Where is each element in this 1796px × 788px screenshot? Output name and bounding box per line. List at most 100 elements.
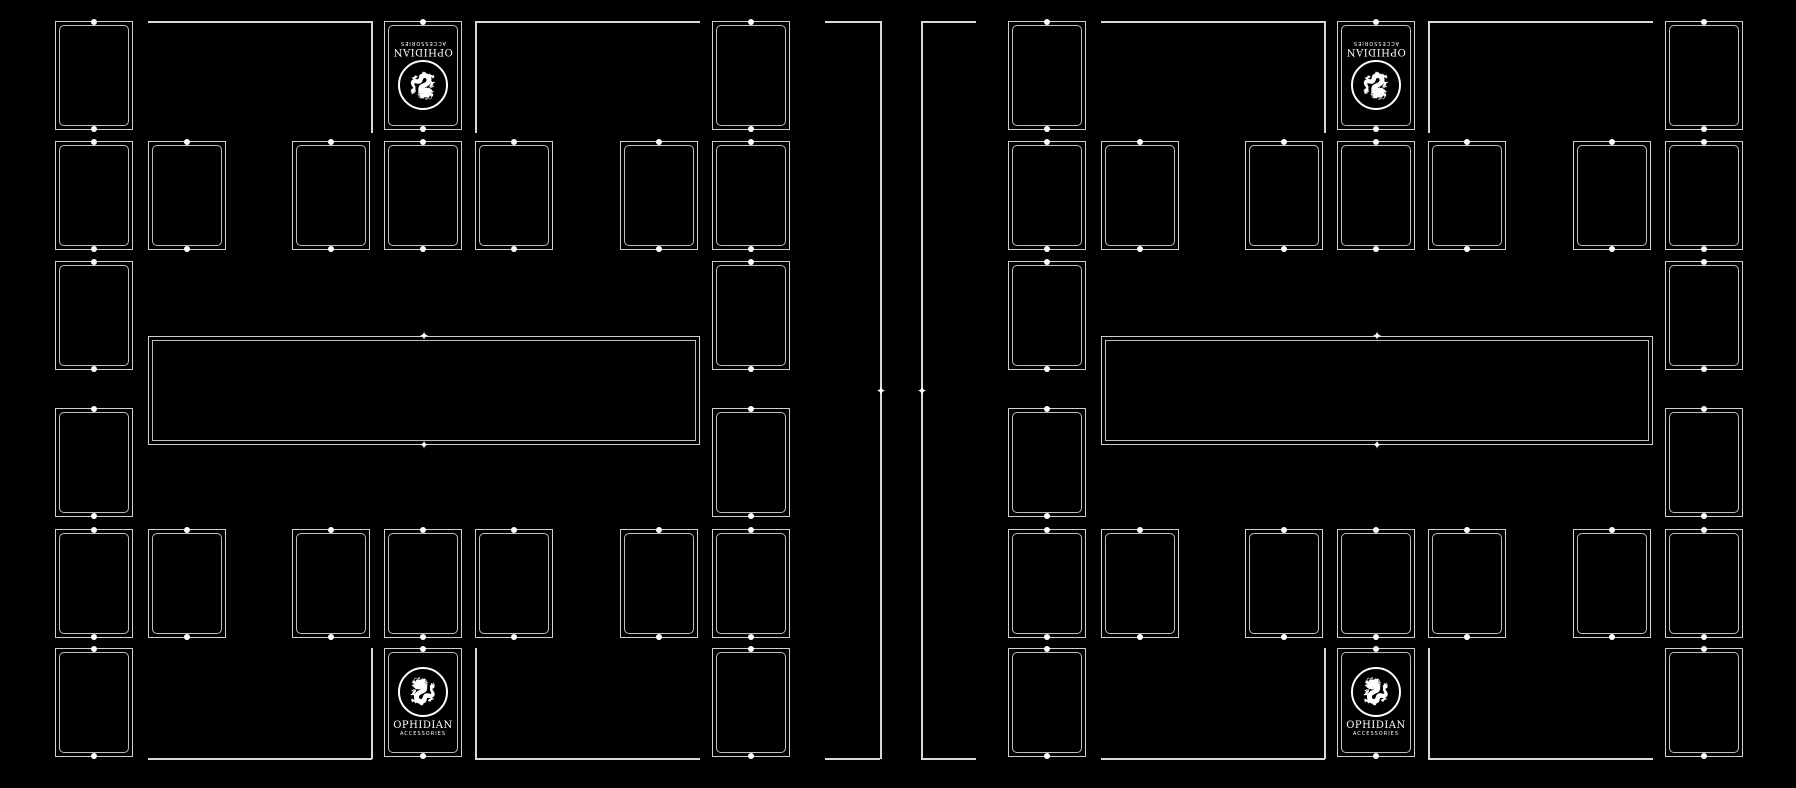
card-ornament [1373, 126, 1379, 132]
card-ornament [1044, 126, 1050, 132]
divider-line [921, 758, 976, 760]
card-ornament [748, 753, 754, 759]
card-ornament [748, 366, 754, 372]
half-left-bracket-line [475, 21, 700, 23]
logo-brand: OPHIDIAN [1346, 46, 1406, 57]
half-right-card-right-column [1665, 259, 1743, 372]
card-ornament [1701, 259, 1707, 265]
half-left-bracket-line [475, 758, 700, 760]
card-ornament [1137, 527, 1143, 533]
card-ornament [511, 246, 517, 252]
half-left-card-top-row [475, 139, 553, 252]
half-left-bracket-line [148, 758, 372, 760]
half-left-card-right-column [712, 139, 790, 252]
half-right-card-left-column [1008, 646, 1086, 759]
card-ornament [91, 646, 97, 652]
card-ornament [1609, 527, 1615, 533]
card-ornament [1044, 753, 1050, 759]
star-icon: ✦ [916, 384, 928, 398]
half-left-center-zone [148, 336, 700, 445]
card-ornament [1137, 139, 1143, 145]
card-ornament [1464, 246, 1470, 252]
card-ornament [748, 19, 754, 25]
half-right-bracket-line [1428, 758, 1653, 760]
card-ornament [1137, 634, 1143, 640]
card-ornament [1281, 139, 1287, 145]
card-ornament [1281, 634, 1287, 640]
card-ornament [1373, 139, 1379, 145]
half-right-card-bottom-row [1245, 527, 1323, 640]
half-left-card-left-column [55, 646, 133, 759]
card-ornament [748, 139, 754, 145]
card-ornament [91, 246, 97, 252]
card-ornament [184, 246, 190, 252]
card-ornament [420, 19, 426, 25]
half-right-card-top-row [1337, 139, 1415, 252]
half-right-card-right-column [1665, 527, 1743, 640]
half-right-card-left-column [1008, 259, 1086, 372]
card-ornament [420, 126, 426, 132]
half-left-card-top-row [292, 139, 370, 252]
half-right-card-left-column [1008, 406, 1086, 519]
card-ornament [420, 753, 426, 759]
dragon-icon: 🐉 [1351, 667, 1401, 717]
card-ornament [1137, 246, 1143, 252]
half-left-bracket-line [475, 648, 477, 759]
card-ornament [184, 527, 190, 533]
card-ornament [1373, 246, 1379, 252]
half-left-bracket-line [371, 648, 373, 759]
half-left-card-right-column [712, 19, 790, 132]
card-ornament [656, 634, 662, 640]
card-ornament [1281, 246, 1287, 252]
card-ornament [1044, 19, 1050, 25]
card-ornament [511, 139, 517, 145]
card-ornament [511, 634, 517, 640]
half-left-card-right-column [712, 259, 790, 372]
half-right-star-icon: ✦ [1371, 329, 1383, 343]
half-left-card-left-column [55, 19, 133, 132]
card-ornament [420, 646, 426, 652]
card-ornament [748, 246, 754, 252]
half-left-bracket-line [371, 21, 373, 133]
half-right-bracket-line [1428, 21, 1430, 133]
card-ornament [1701, 19, 1707, 25]
card-ornament [1044, 513, 1050, 519]
card-ornament [1373, 527, 1379, 533]
card-ornament [420, 139, 426, 145]
card-ornament [1701, 634, 1707, 640]
card-ornament [1701, 513, 1707, 519]
card-ornament [91, 139, 97, 145]
card-ornament [184, 139, 190, 145]
half-right-card-top-row [1428, 139, 1506, 252]
half-left-card-right-column [712, 406, 790, 519]
half-left-card-bottom-row [292, 527, 370, 640]
half-left-bracket-line [148, 21, 372, 23]
card-ornament [1701, 406, 1707, 412]
half-left-card-bottom-row [384, 527, 462, 640]
logo-brand: OPHIDIAN [1346, 720, 1406, 731]
half-right-bracket-line [1428, 648, 1430, 759]
half-left-card-top-row [620, 139, 698, 252]
half-left-card-left-column [55, 139, 133, 252]
card-ornament [1373, 753, 1379, 759]
half-left-bracket-line [475, 21, 477, 133]
card-ornament [1373, 634, 1379, 640]
half-right-card-right-column [1665, 406, 1743, 519]
card-ornament [91, 406, 97, 412]
card-ornament [1609, 634, 1615, 640]
half-right-card-top-row [1245, 139, 1323, 252]
card-ornament [91, 753, 97, 759]
logo-sub: ACCESSORIES [1352, 731, 1400, 737]
half-right-card-left-column [1008, 139, 1086, 252]
half-left-card-right-column [712, 646, 790, 759]
card-ornament [1044, 366, 1050, 372]
card-ornament [1609, 246, 1615, 252]
card-ornament [91, 366, 97, 372]
divider-line [921, 21, 923, 759]
divider-line [825, 758, 880, 760]
